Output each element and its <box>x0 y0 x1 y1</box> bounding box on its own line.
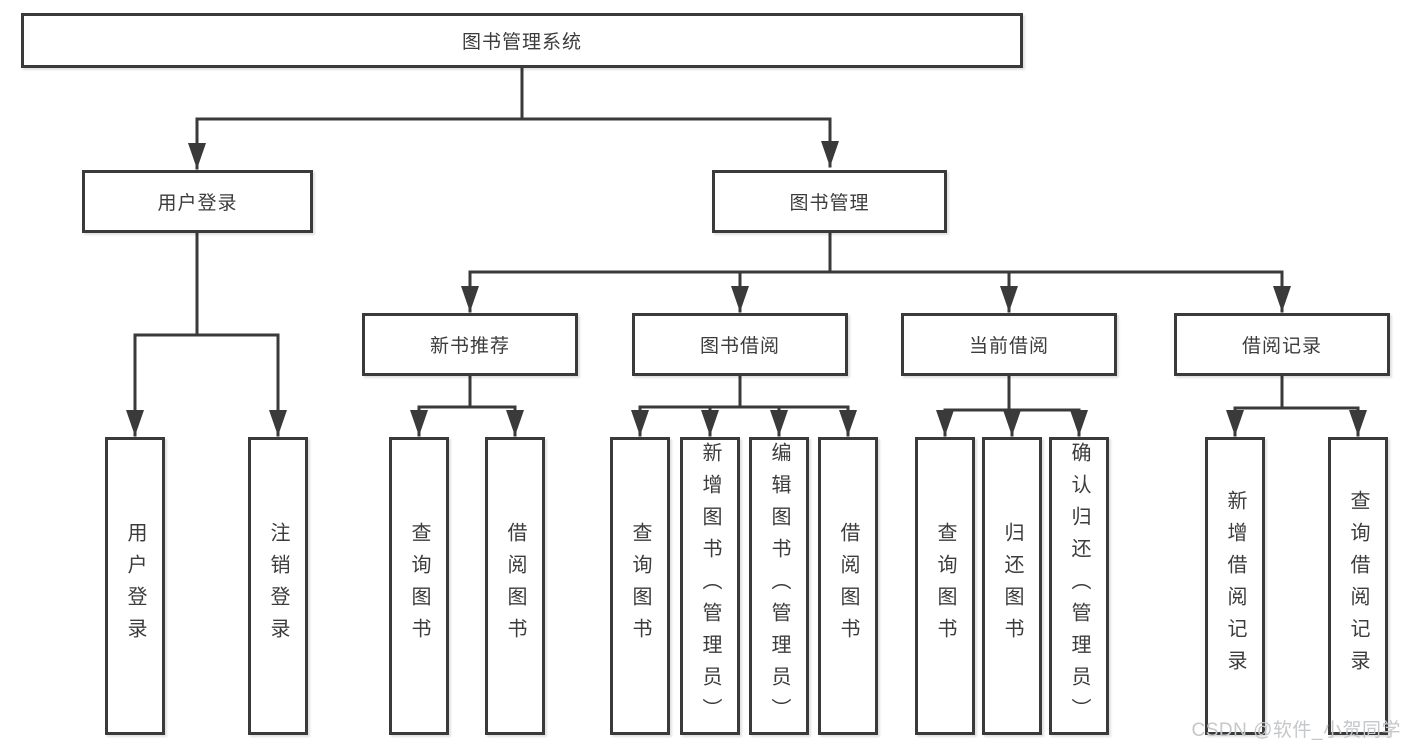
leaf-return-books: 归还图书 <box>982 437 1042 735</box>
leaf-current-query-books: 查询图书 <box>915 437 975 735</box>
leaf-borrow-query-books: 查询图书 <box>610 437 670 735</box>
node-book-management-branch: 图书管理 <box>712 170 947 233</box>
node-root-system: 图书管理系统 <box>21 13 1023 68</box>
leaf-newbook-query-books: 查询图书 <box>389 437 449 735</box>
node-book-borrow: 图书借阅 <box>632 313 848 376</box>
leaf-add-books-admin: 新增图书（管理员） <box>680 437 740 735</box>
leaf-newbook-borrow-books: 借阅图书 <box>485 437 545 735</box>
node-user-login-branch: 用户登录 <box>82 170 313 233</box>
node-borrow-record: 借阅记录 <box>1174 313 1390 376</box>
watermark: CSDN @软件_小贺同学 <box>1191 720 1401 741</box>
leaf-query-borrow-record: 查询借阅记录 <box>1328 437 1388 735</box>
leaf-add-borrow-record: 新增借阅记录 <box>1205 437 1265 735</box>
leaf-confirm-return-admin: 确认归还（管理员） <box>1049 437 1109 735</box>
leaf-logout: 注销登录 <box>248 437 308 735</box>
node-current-borrow: 当前借阅 <box>901 313 1117 376</box>
leaf-edit-books-admin: 编辑图书（管理员） <box>749 437 809 735</box>
leaf-user-login: 用户登录 <box>105 437 165 735</box>
node-new-book-recommend: 新书推荐 <box>362 313 578 376</box>
leaf-borrow-books: 借阅图书 <box>818 437 878 735</box>
